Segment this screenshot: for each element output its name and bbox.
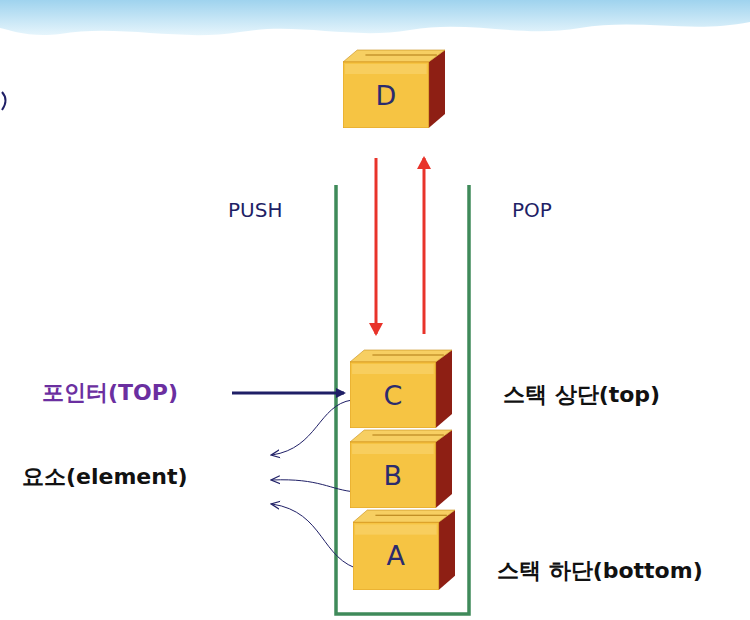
stack-box: C	[350, 348, 452, 428]
box-letter: D	[343, 62, 429, 128]
box-letter: A	[353, 522, 439, 588]
stack-container	[336, 185, 469, 614]
element-label: 요소(element)	[22, 462, 188, 492]
pointer-label: 포인터(TOP)	[42, 378, 178, 408]
bottom-label: 스택 하단(bottom)	[497, 556, 703, 586]
edge-mark	[2, 92, 6, 110]
leader-line	[272, 480, 356, 492]
pointer-arrow	[232, 392, 344, 395]
push-arrow	[375, 158, 378, 334]
stack-box: B	[350, 428, 452, 508]
leader-line	[272, 504, 362, 570]
leader-line	[272, 400, 352, 455]
box-letter: C	[350, 362, 436, 428]
pop-arrow	[423, 158, 426, 334]
top-label: 스택 상단(top)	[503, 380, 660, 410]
push-label: PUSH	[228, 198, 282, 222]
stack-box: A	[353, 508, 455, 590]
pop-label: POP	[512, 198, 552, 222]
sky-band	[0, 0, 750, 35]
stack-box: D	[343, 48, 445, 128]
box-letter: B	[350, 442, 436, 508]
